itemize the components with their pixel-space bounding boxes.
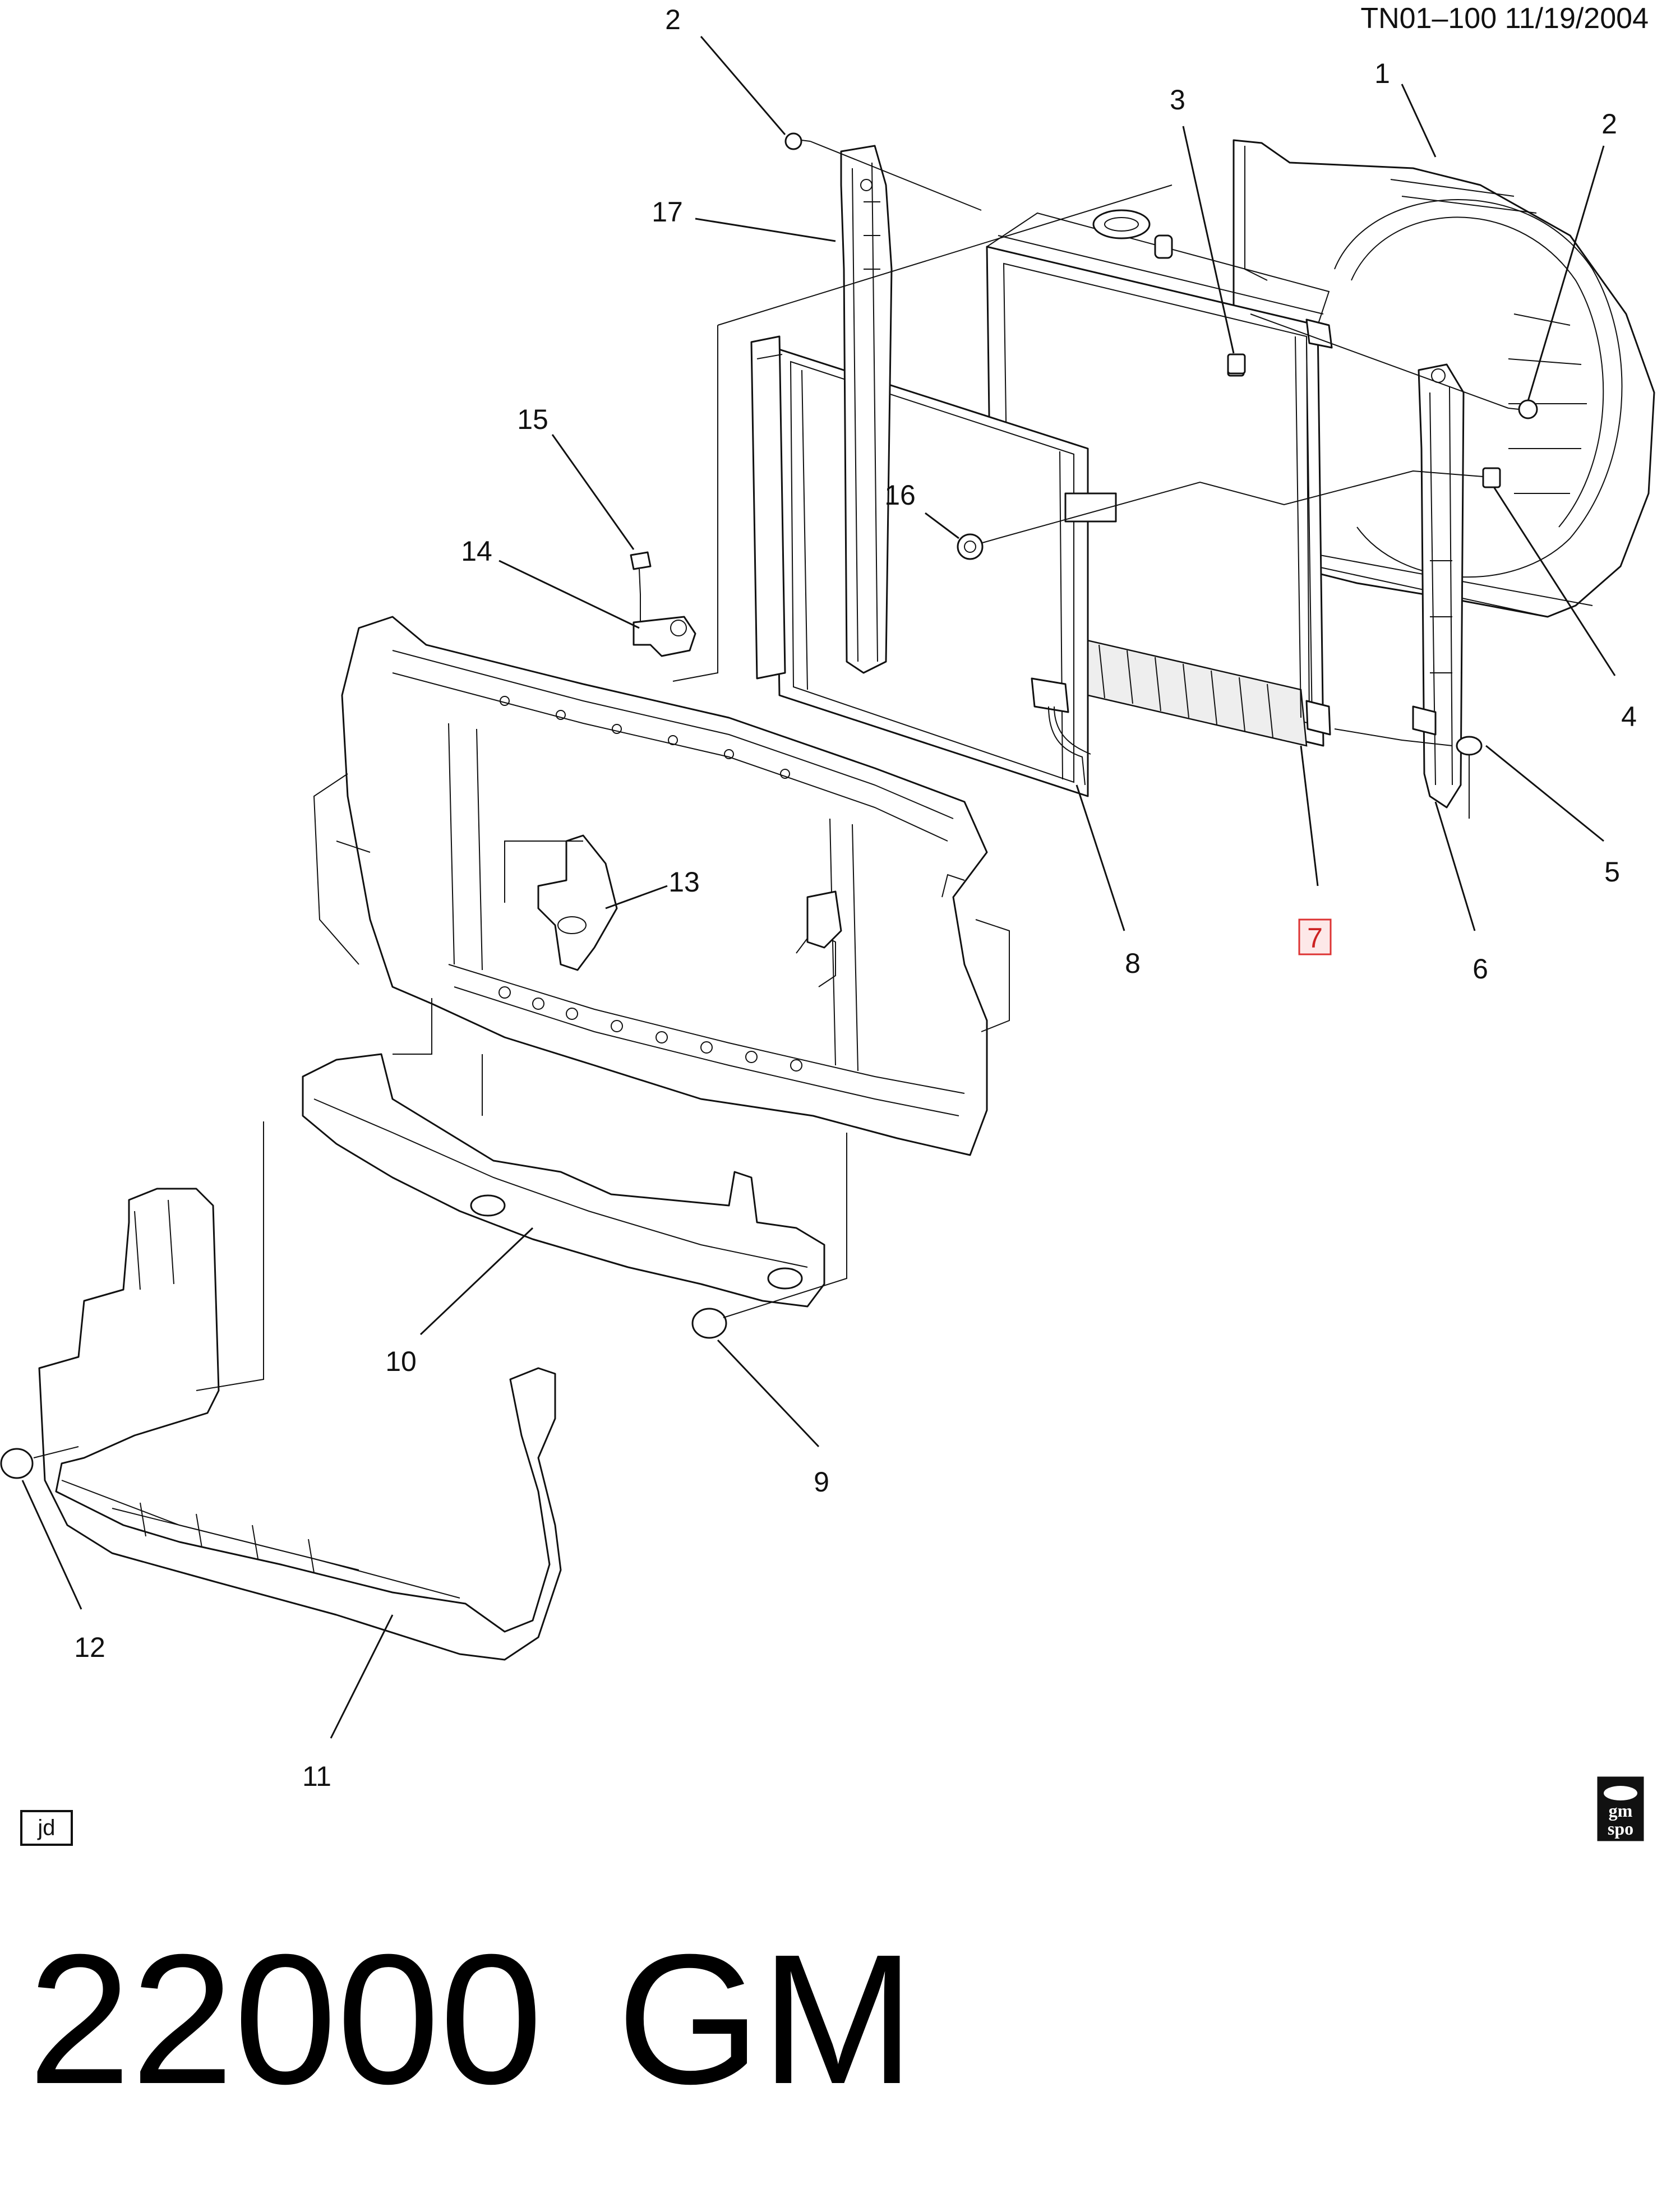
bracket-part — [537, 834, 618, 971]
callout-13: 13 — [668, 866, 700, 898]
nut-part-3 — [1227, 353, 1246, 375]
callout-5: 5 — [1604, 856, 1620, 888]
push-pin-part-9 — [691, 1308, 727, 1339]
callout-17: 17 — [652, 196, 683, 228]
callout-2: 2 — [665, 4, 681, 35]
bolt-part-16 — [957, 533, 999, 560]
nut-part-4 — [1482, 467, 1501, 488]
catalog-brand: GM — [617, 1915, 915, 2122]
callout-1: 1 — [1374, 58, 1390, 89]
callout-7: 7 — [1307, 922, 1323, 954]
lower-shield-part — [38, 1188, 562, 1661]
left-side-baffle-part — [840, 145, 893, 674]
callout-11: 11 — [302, 1761, 331, 1792]
reference-code: TN01–100 11/19/2004 — [1360, 2, 1649, 35]
callout-6: 6 — [1472, 953, 1488, 985]
right-side-baffle-part — [1412, 363, 1465, 809]
callout-4: 4 — [1621, 701, 1637, 732]
callout-10: 10 — [385, 1346, 417, 1377]
callout-7-highlight — [1298, 918, 1332, 955]
bolt-part-2-top — [784, 132, 811, 150]
bolt-part-15 — [630, 551, 652, 595]
logo-text-spo: spo — [1608, 1818, 1633, 1839]
callout-2: 2 — [1601, 108, 1617, 140]
callout-15: 15 — [517, 404, 548, 435]
push-pin-part-12 — [0, 1448, 34, 1479]
lower-air-deflector-part — [302, 1053, 825, 1308]
callout-14: 14 — [461, 535, 492, 567]
catalog-number: 22000 — [28, 1915, 543, 2122]
radiator-support-frame — [313, 616, 1010, 1156]
leader-lines — [21, 36, 1616, 1739]
callout-3: 3 — [1170, 84, 1185, 116]
logo-text-gm: gm — [1609, 1800, 1633, 1821]
jd-label-box: jd — [20, 1810, 73, 1846]
callout-8: 8 — [1125, 948, 1141, 979]
isolator-part — [633, 616, 696, 657]
callout-9: 9 — [814, 1466, 829, 1498]
gm-spo-logo: gm spo — [1597, 1776, 1644, 1841]
clip-part-5 — [1456, 736, 1483, 774]
callout-12: 12 — [74, 1632, 105, 1663]
jd-label: jd — [37, 1816, 55, 1840]
alignment-lines — [33, 141, 1509, 1458]
callout-16: 16 — [884, 479, 916, 511]
callout-labels: 1 2 2 3 4 5 6 7 8 9 10 11 12 13 14 15 16… — [74, 4, 1637, 1792]
